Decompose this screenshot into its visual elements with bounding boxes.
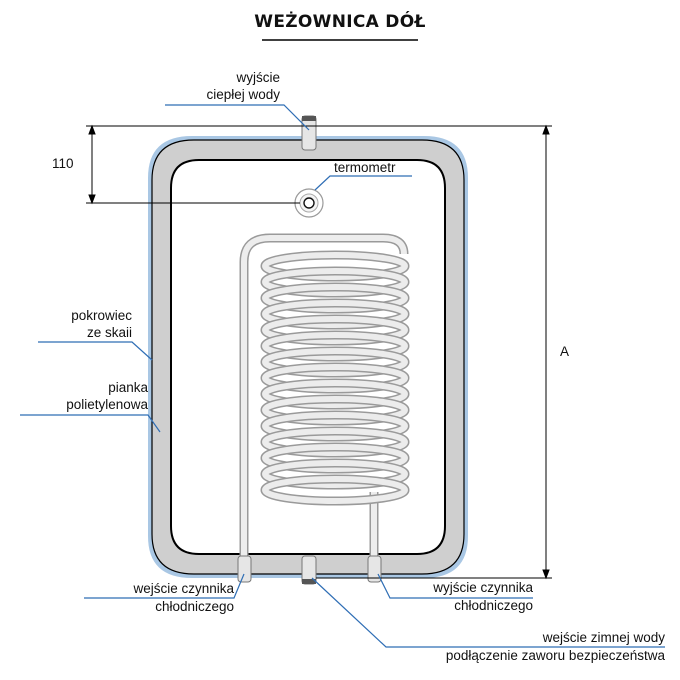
coil-loop-highlight xyxy=(262,284,408,312)
label-refrigerant-outlet-line1: wyjście czynnika xyxy=(433,580,533,595)
label-foam-line1: pianka xyxy=(108,380,148,395)
coil-loop-highlight xyxy=(262,348,408,376)
tank-outline xyxy=(151,139,465,575)
coil-riser-left xyxy=(239,233,409,560)
label-dimension-a: A xyxy=(560,344,570,359)
heat-exchanger-coil xyxy=(260,250,410,506)
coil-loop-highlight xyxy=(262,396,408,424)
leader-lines xyxy=(20,104,665,648)
label-cold-water-inlet-line1: wejście zimnej wody xyxy=(542,630,665,645)
label-dimension-110: 110 xyxy=(52,156,74,171)
coil-loop-highlight xyxy=(262,476,408,504)
coil-loop-highlight xyxy=(262,460,408,488)
label-cover-line2: ze skaii xyxy=(86,325,132,340)
label-thermometer: termometr xyxy=(334,160,396,175)
coil-loop-highlight xyxy=(262,300,408,328)
refrigerant-inlet-pipe xyxy=(237,555,252,583)
coil-loop-highlight xyxy=(262,268,408,296)
label-foam-line2: polietylenowa xyxy=(66,397,148,412)
label-safety-valve-connection: podłączenie zaworu bezpieczeństwa xyxy=(445,648,665,663)
label-hot-water-outlet-line2: ciepłej wody xyxy=(206,87,280,102)
coil-loop-highlight xyxy=(262,252,408,280)
coil-loop-highlight xyxy=(262,316,408,344)
label-refrigerant-inlet-line2: chłodniczego xyxy=(155,599,234,614)
thermometer-port xyxy=(294,188,324,218)
coil-loop-highlight xyxy=(262,380,408,408)
coil-loop-highlight xyxy=(262,428,408,456)
dimension-lines xyxy=(86,124,552,580)
refrigerant-outlet-pipe xyxy=(367,555,382,583)
label-hot-water-outlet-line1: wyjście xyxy=(236,70,280,85)
hot-water-outlet-pipe xyxy=(301,115,317,151)
label-cover-line1: pokrowiec xyxy=(71,308,132,323)
coil-loop-highlight xyxy=(262,412,408,440)
diagram-title: WEŻOWNICA DÓŁ xyxy=(254,12,426,32)
label-refrigerant-outlet-line2: chłodniczego xyxy=(454,598,533,613)
coil-loop-highlight xyxy=(262,332,408,360)
label-refrigerant-inlet-line1: wejście czynnika xyxy=(133,581,234,596)
coil-loop-highlight xyxy=(262,364,408,392)
coil-loop-highlight xyxy=(262,444,408,472)
